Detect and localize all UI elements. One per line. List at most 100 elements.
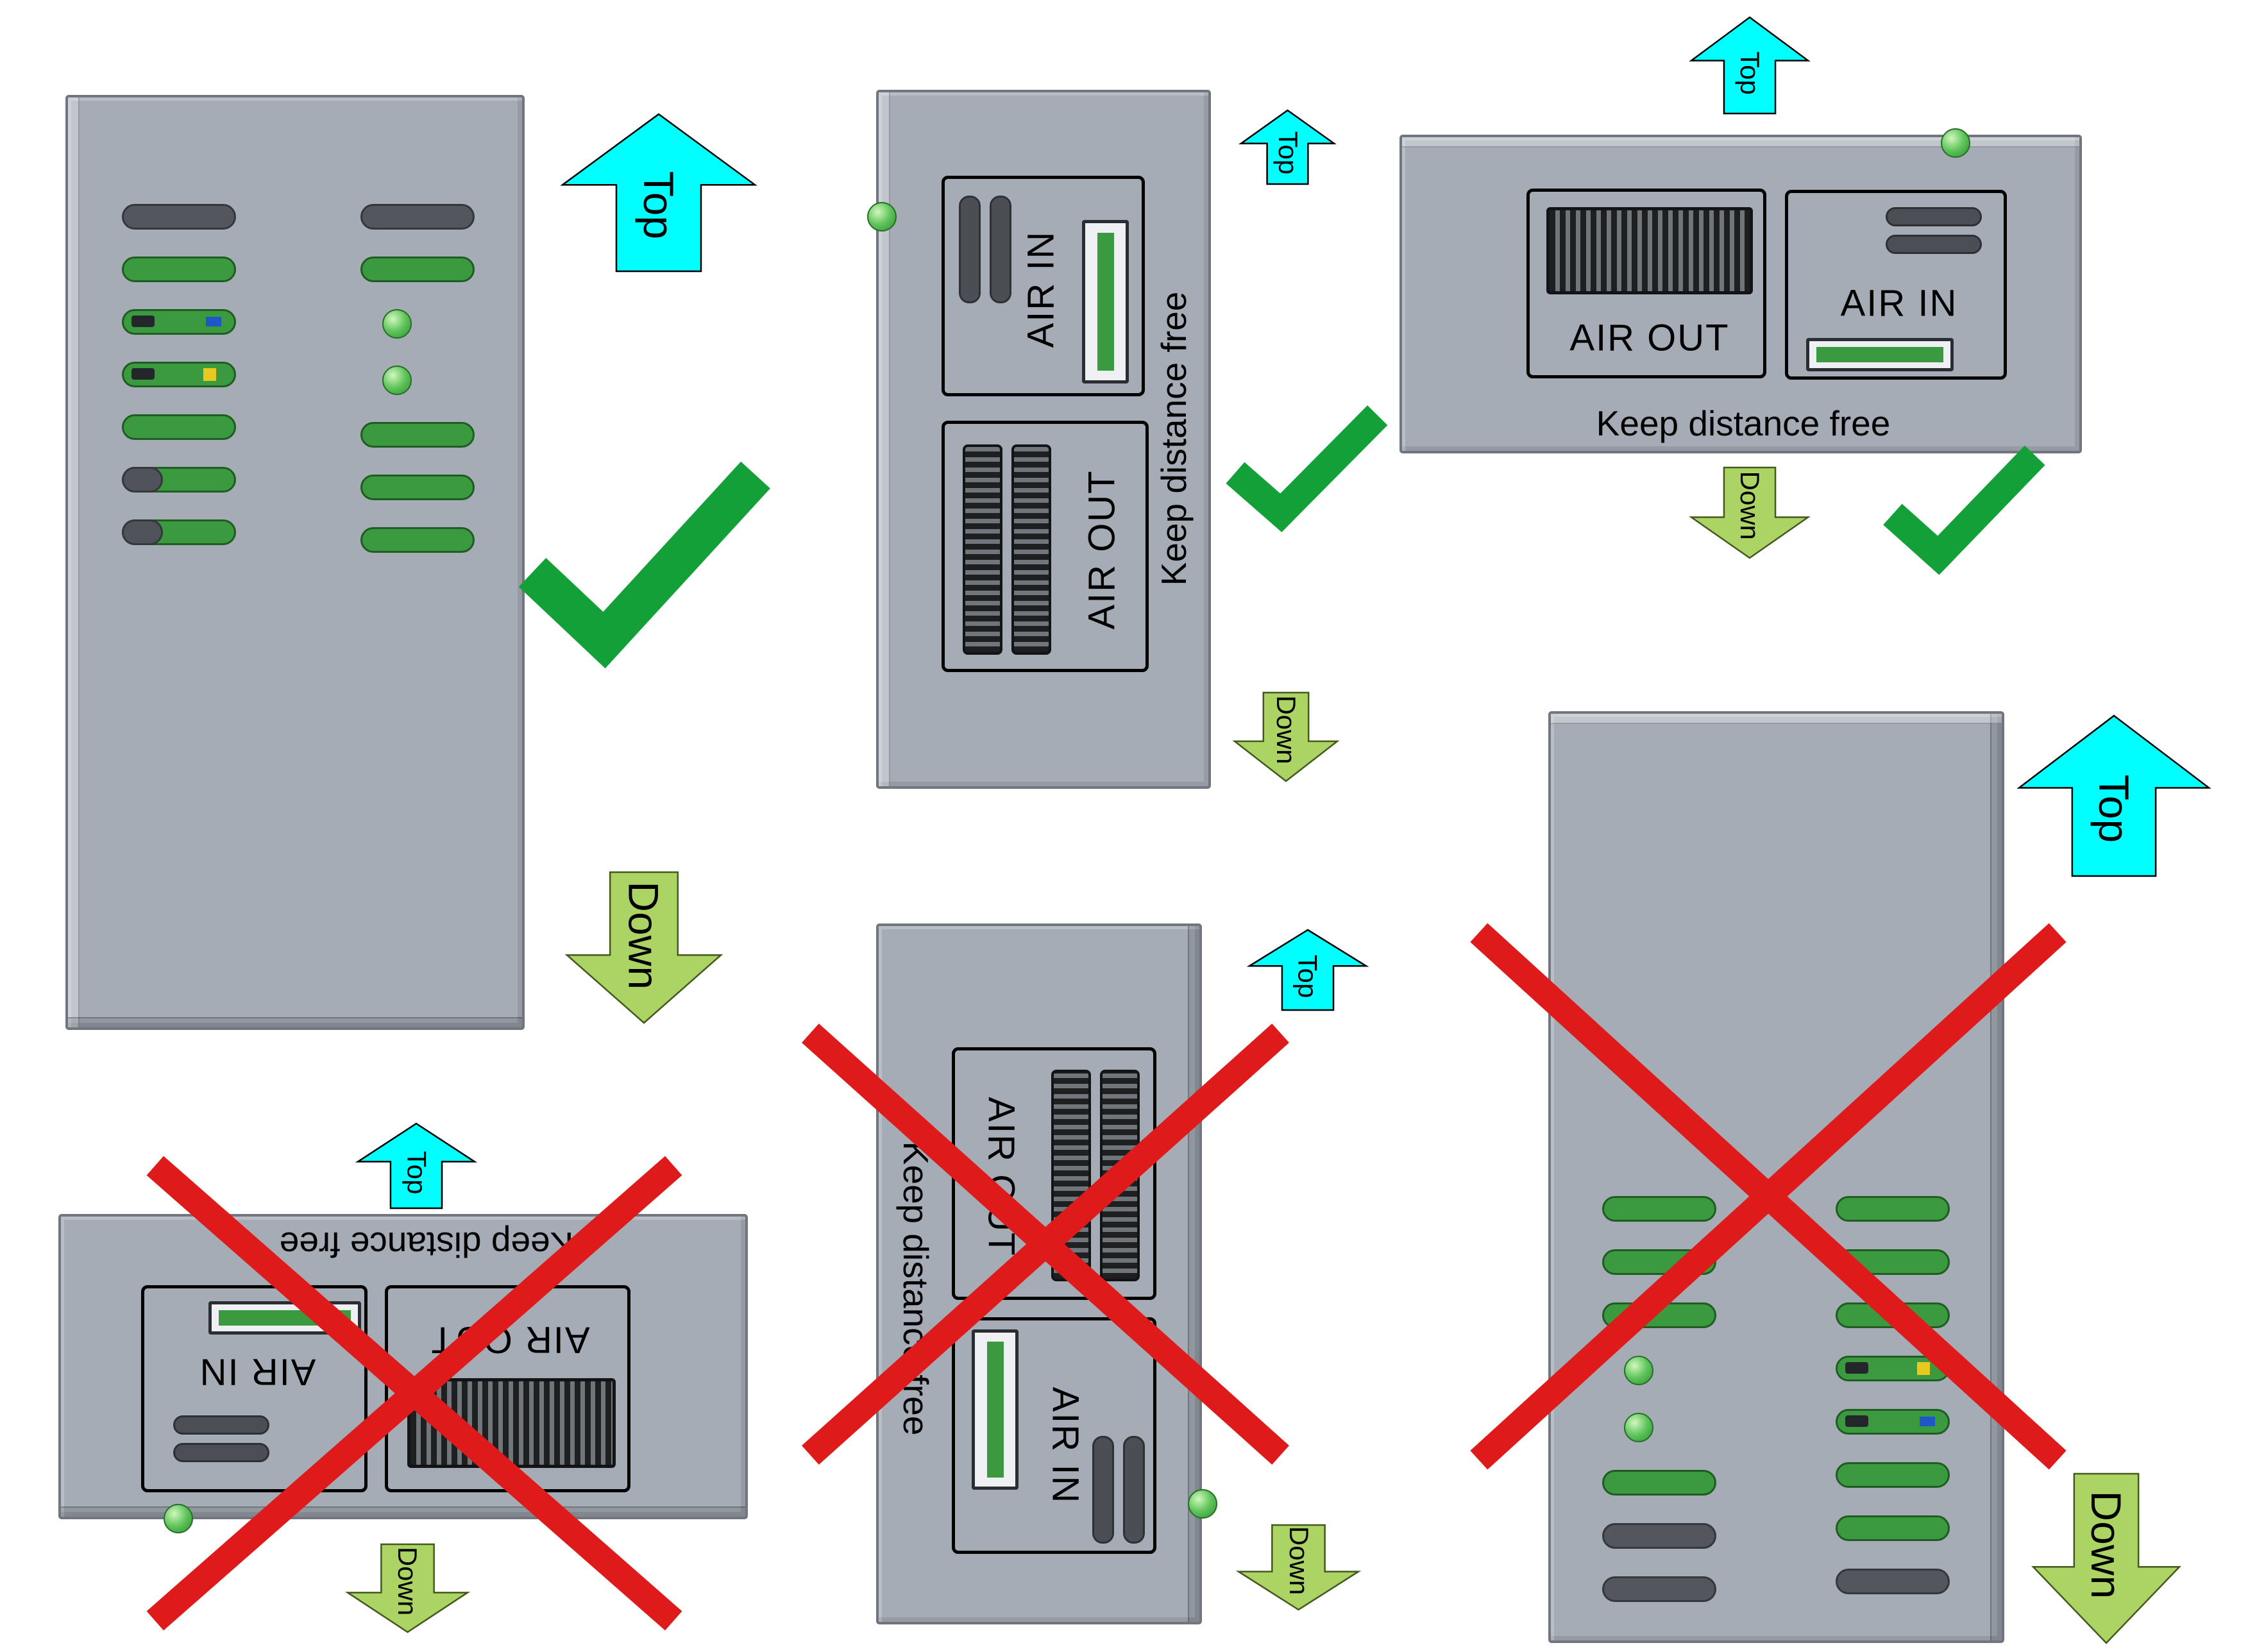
device-edge — [61, 1506, 745, 1517]
up-arrow-icon — [1691, 17, 1808, 114]
cross-icon — [139, 1151, 690, 1635]
down-arrow-label: Down — [2083, 1490, 2131, 1599]
filter-stripe — [1097, 232, 1114, 371]
up-arrow-icon — [1241, 110, 1334, 184]
vent-slot — [173, 1415, 269, 1435]
vent-slot-pair — [1092, 1436, 1145, 1544]
device-edge — [1551, 714, 2002, 724]
down-arrow-label: Down — [1735, 471, 1766, 540]
vent-column-left — [122, 204, 236, 545]
vent-slot — [122, 257, 236, 282]
vent-slot-pair — [173, 1415, 269, 1462]
top-arrow: Top — [358, 1124, 475, 1208]
top-arrow: Top — [1241, 110, 1334, 184]
top-arrow: Top — [1691, 17, 1808, 114]
air-in-box: AIR IN — [1785, 190, 2007, 380]
led-indicator — [1941, 128, 1970, 158]
down-arrow-label: Down — [1271, 695, 1302, 764]
vent-slot — [122, 204, 236, 230]
led-indicator — [1624, 1356, 1653, 1385]
cross-icon — [795, 1020, 1296, 1469]
vent-slot — [360, 422, 475, 448]
grille-bar — [963, 444, 1002, 655]
air-out-box: AIR OUT — [385, 1285, 630, 1492]
led-indicator — [382, 309, 412, 339]
vent-slot — [360, 204, 475, 230]
led-indicator — [164, 1504, 193, 1533]
down-arrow-icon — [348, 1544, 468, 1632]
air-in-box: AIR IN — [942, 176, 1145, 396]
top-arrow-label: Top — [1735, 51, 1765, 95]
down-arrow-label: Down — [1283, 1526, 1314, 1596]
air-out-grille — [1546, 207, 1753, 294]
vent-slot-pair — [959, 196, 1011, 303]
vent-slot — [990, 196, 1011, 303]
vent-slot — [1836, 1569, 1950, 1594]
device-horizontal-flat: AIR OUT AIR IN Keep distance free — [1399, 128, 2082, 453]
checkmark-icon — [1881, 444, 2045, 572]
device-edge — [68, 1017, 522, 1027]
vent-slot-pair — [1886, 207, 1982, 254]
filter-stripe — [986, 1342, 1004, 1478]
filter-stripe — [1816, 347, 1943, 362]
vent-slot — [1602, 1576, 1716, 1602]
vent-slot — [360, 475, 475, 500]
device-front-upright — [65, 95, 525, 1030]
vent-column-right — [360, 204, 475, 553]
air-filter — [1082, 220, 1129, 384]
device-side-upright: AIR IN AIR OUT Keep distance free — [867, 90, 1211, 789]
down-arrow-label: Down — [620, 881, 668, 990]
vent-slot — [173, 1443, 269, 1462]
cross-icon — [1460, 916, 2076, 1477]
top-arrow-label: Top — [635, 171, 682, 240]
air-in-box: AIR IN — [952, 1317, 1156, 1554]
top-arrow-label: Top — [1293, 954, 1323, 999]
down-arrow: Down — [348, 1544, 468, 1632]
air-out-box: AIR OUT — [942, 421, 1149, 672]
air-filter — [1806, 338, 1954, 371]
vent-slot — [122, 362, 236, 387]
led-indicator — [1188, 1489, 1217, 1519]
air-out-box: AIR OUT — [1526, 189, 1766, 378]
vent-slot — [1836, 1196, 1950, 1222]
down-arrow: Down — [1691, 468, 1808, 558]
vent-slot — [959, 196, 981, 303]
down-arrow-icon — [1238, 1525, 1358, 1610]
vent-column-left — [1602, 1196, 1716, 1602]
top-arrow-label: Top — [2090, 774, 2138, 843]
vent-column-right — [1836, 1196, 1950, 1594]
up-arrow-icon — [2019, 716, 2209, 876]
vent-slot — [360, 257, 475, 282]
down-arrow: Down — [1238, 1525, 1358, 1610]
air-in-box: AIR IN — [141, 1285, 368, 1492]
vent-slot — [1123, 1436, 1145, 1544]
top-arrow: Top — [2019, 716, 2209, 876]
checkmark-icon — [1224, 404, 1387, 529]
down-arrow-icon — [1691, 468, 1808, 558]
device-edge — [879, 92, 890, 786]
down-arrow: Down — [2033, 1474, 2179, 1643]
grille-bar — [1011, 444, 1051, 655]
vent-slot — [1602, 1470, 1716, 1496]
vent-slot — [1092, 1436, 1114, 1544]
air-in-label: AIR IN — [1840, 282, 1958, 324]
air-out-label: AIR OUT — [1081, 469, 1123, 630]
down-arrow-icon — [1235, 693, 1337, 781]
vent-slot — [1886, 207, 1982, 226]
vent-slot — [122, 414, 236, 440]
air-out-grille — [963, 444, 1051, 655]
up-arrow-icon — [562, 114, 755, 271]
keep-distance-label: Keep distance free — [1154, 291, 1194, 586]
vent-slot — [360, 527, 475, 553]
up-arrow-icon — [358, 1124, 475, 1208]
checkmark-icon — [514, 456, 771, 668]
device-edge — [68, 97, 80, 1027]
up-arrow-icon — [1249, 930, 1366, 1010]
led-indicator — [867, 202, 897, 232]
top-arrow: Top — [562, 114, 755, 271]
vent-slot — [1602, 1196, 1716, 1222]
led-indicator — [1624, 1413, 1653, 1442]
vent-slot — [1836, 1409, 1950, 1435]
vent-slot — [122, 309, 236, 335]
